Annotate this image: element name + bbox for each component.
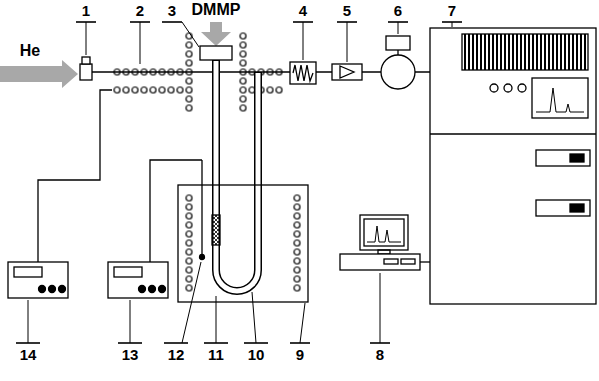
monitor-screen — [364, 219, 404, 246]
callout-number: 7 — [448, 2, 456, 19]
disk-drive — [384, 259, 398, 264]
controller-display — [114, 267, 142, 277]
temperature-controller — [108, 262, 168, 298]
label-underline — [162, 21, 182, 23]
heating-coil — [113, 68, 185, 77]
chromatograph-knob — [490, 84, 498, 92]
disk-drive — [401, 259, 415, 264]
computer-case — [340, 254, 420, 270]
label-overline — [164, 342, 188, 344]
controller-knob — [139, 286, 146, 293]
callout-number: 13 — [122, 346, 139, 363]
leader-line — [86, 22, 87, 55]
data-cable — [420, 261, 430, 262]
leader-line — [140, 22, 141, 64]
sampling-valve — [381, 55, 415, 89]
valve-handle — [82, 57, 90, 64]
controller-knob — [59, 286, 66, 293]
callout-number: 3 — [168, 2, 176, 19]
chromatogram — [536, 88, 584, 112]
screen-chromatogram — [367, 226, 401, 242]
leader-line — [216, 296, 217, 343]
monitor — [360, 215, 408, 250]
u-tube — [216, 60, 258, 291]
bath-heater — [293, 194, 302, 293]
packing — [212, 215, 220, 245]
chromatograph-grille — [462, 34, 588, 70]
leader-line — [380, 273, 381, 343]
thermocouple — [201, 160, 202, 255]
leader-line — [130, 300, 131, 343]
he-flow-arrow — [0, 60, 78, 88]
callout-number: 5 — [343, 2, 351, 19]
callout-number: 12 — [168, 346, 185, 363]
heating-tape — [185, 32, 194, 113]
sensor-wire — [150, 160, 202, 262]
callout-number: 11 — [208, 346, 224, 363]
leader-line — [452, 22, 453, 27]
valve-actuator — [386, 36, 410, 50]
callout-number: 10 — [248, 346, 265, 363]
splitter-symbol — [340, 66, 354, 78]
controller-knob — [159, 286, 166, 293]
unit-display — [570, 204, 584, 212]
callout-number: 8 — [376, 346, 384, 363]
leader-line — [300, 303, 305, 343]
chromatograph-unit — [536, 150, 590, 166]
controller-knob — [49, 286, 56, 293]
heating-wire — [113, 86, 185, 95]
u-tube-bore — [216, 61, 258, 291]
heating-tape — [248, 68, 284, 77]
callout-number: 9 — [296, 346, 304, 363]
temperature-controller — [8, 262, 68, 298]
leader-line — [252, 292, 256, 343]
panel-line — [430, 133, 596, 134]
callout-number: 2 — [136, 2, 144, 19]
leader-line — [347, 22, 348, 62]
trap-coil — [293, 65, 313, 81]
controller-knob — [39, 286, 46, 293]
dmmp-flow-arrow — [201, 22, 231, 46]
chromatograph-knob — [504, 84, 512, 92]
heating-tape — [239, 32, 248, 113]
gas-label: DMMP — [192, 1, 241, 19]
chromatograph-screen — [532, 78, 588, 118]
heating-tape — [248, 86, 284, 95]
unit-display — [570, 154, 584, 162]
leader-line — [182, 262, 201, 343]
controller-display — [14, 267, 42, 277]
inlet-septum — [200, 46, 232, 60]
callout-number: 6 — [394, 2, 402, 19]
chromatograph-knob — [518, 84, 526, 92]
controller-knob — [149, 286, 156, 293]
thermostat-bath — [178, 185, 308, 302]
trap — [290, 62, 316, 84]
leader-line — [398, 22, 399, 34]
chromatograph-unit — [536, 200, 590, 216]
splitter — [332, 64, 362, 80]
valve-stem — [397, 50, 398, 55]
thermocouple-tip — [200, 255, 205, 260]
callout-number: 1 — [82, 2, 90, 19]
leader-line — [182, 22, 199, 47]
heater-wire — [38, 90, 112, 262]
leader-line — [303, 22, 304, 60]
valve — [80, 64, 92, 80]
callout-number: 14 — [20, 346, 37, 363]
leader-line — [28, 300, 29, 343]
bath-heater — [185, 194, 194, 293]
callout-number: 4 — [299, 2, 307, 19]
gas-label: He — [20, 42, 40, 60]
gas-chromatograph — [430, 28, 596, 304]
